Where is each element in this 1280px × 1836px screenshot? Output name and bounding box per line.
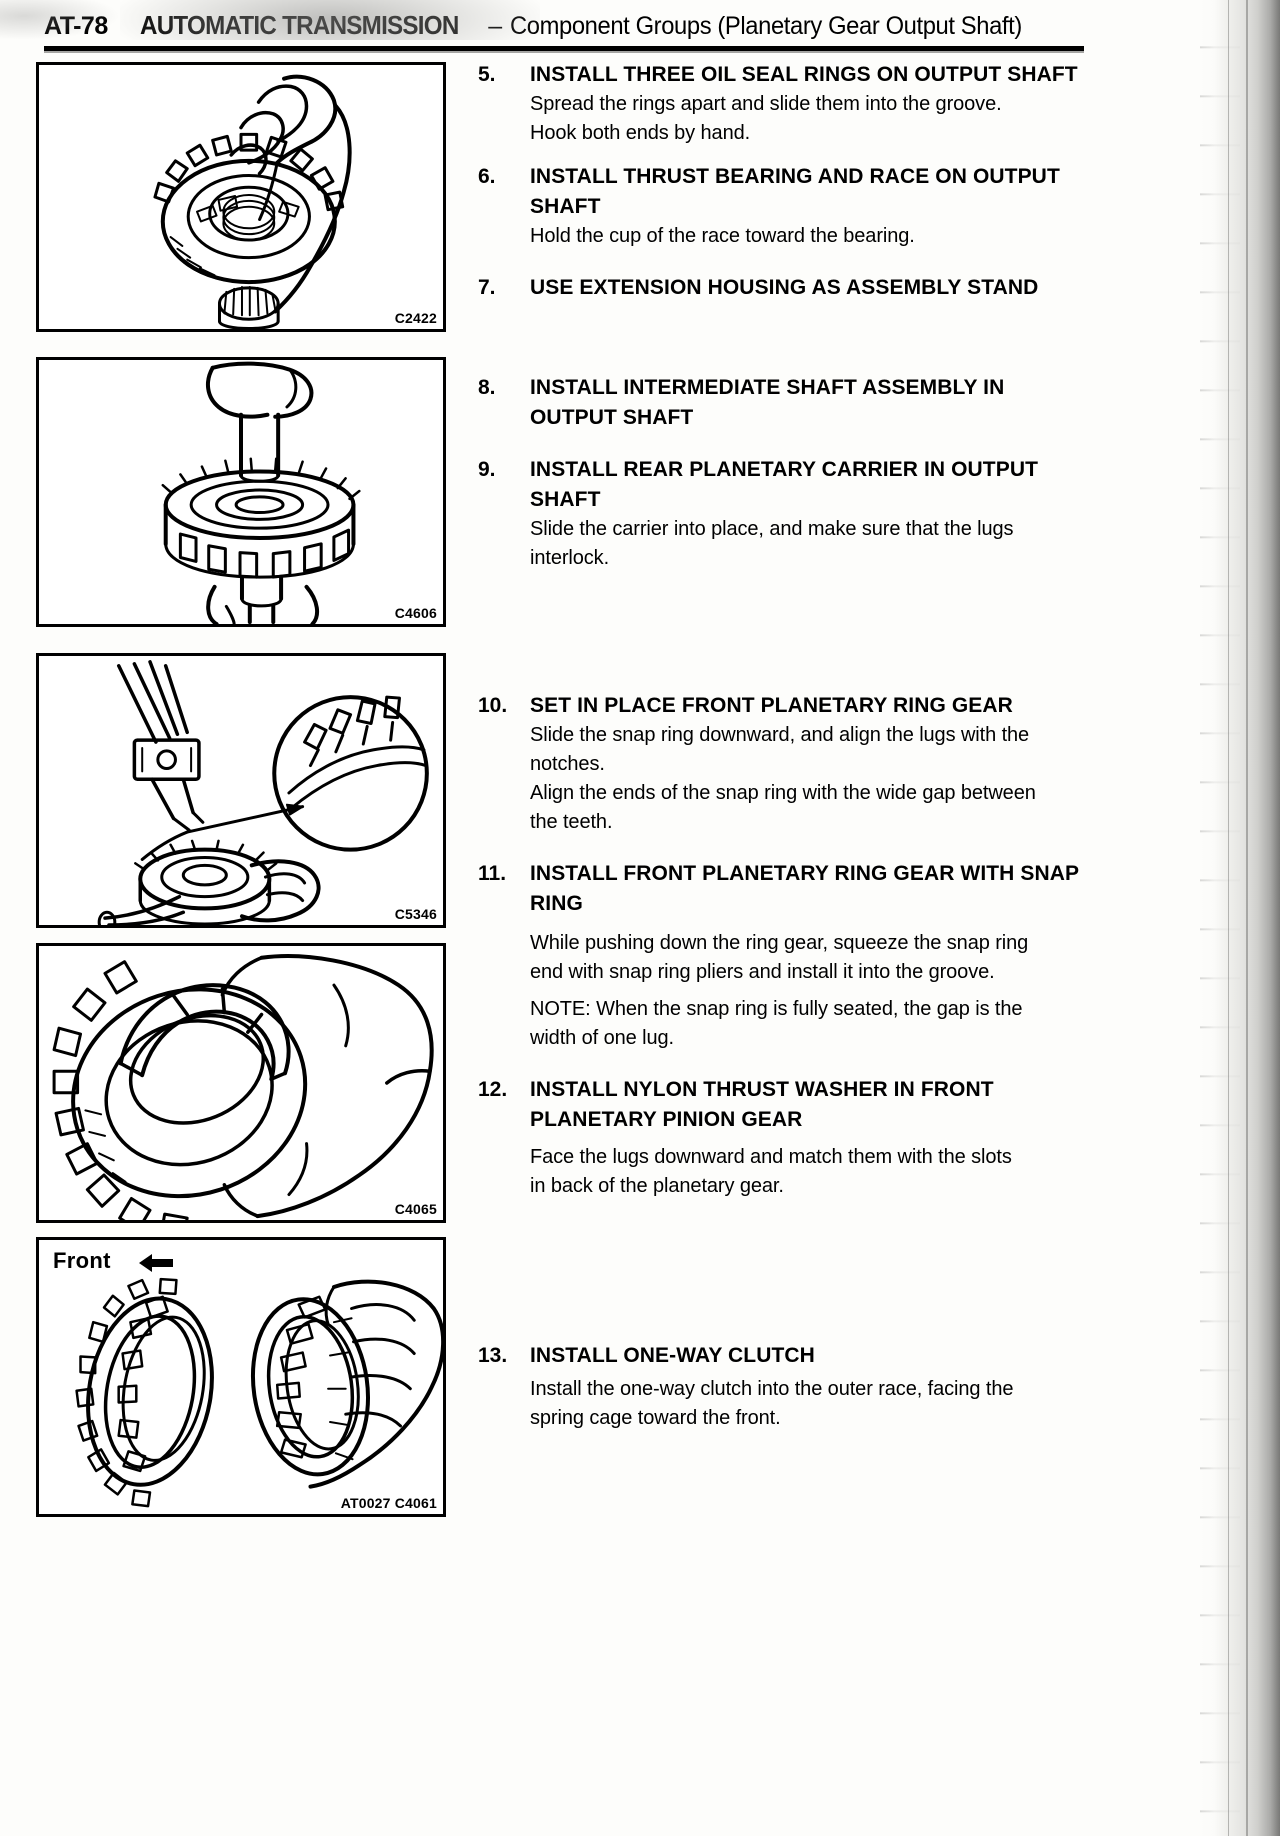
step-body: Install the one-way clutch into the oute… — [530, 1378, 1014, 1429]
figure-1-artwork — [39, 65, 443, 329]
step-number: 6. — [478, 165, 496, 188]
step-body: While pushing down the ring gear, squeez… — [530, 932, 1029, 983]
step-12: 12. INSTALL NYLON THRUST WASHER IN FRONT… — [478, 1075, 1098, 1201]
step-title: INSTALL THREE OIL SEAL RINGS ON OUTPUT S… — [530, 63, 1078, 86]
step-number: 11. — [478, 862, 507, 885]
scan-right-edge-shadow — [1200, 0, 1280, 1836]
figure-caption: C5346 — [394, 906, 437, 922]
step-title: INSTALL NYLON THRUST WASHER IN FRONT PLA… — [530, 1078, 994, 1131]
step-body: Slide the carrier into place, and make s… — [530, 518, 1014, 569]
step-number: 10. — [478, 694, 508, 717]
step-8: 8. INSTALL INTERMEDIATE SHAFT ASSEMBLY I… — [478, 373, 1098, 433]
front-arrow-icon — [139, 1254, 173, 1272]
step-10: 10. SET IN PLACE FRONT PLANETARY RING GE… — [478, 691, 1098, 837]
step-title: INSTALL INTERMEDIATE SHAFT ASSEMBLY IN O… — [530, 376, 1005, 429]
step-13: 13. INSTALL ONE-WAY CLUTCH Install the o… — [478, 1341, 1098, 1433]
figure-caption: AT0027 C4061 — [340, 1495, 437, 1511]
step-number: 8. — [478, 376, 496, 399]
header-dash: – — [488, 12, 503, 40]
step-title: USE EXTENSION HOUSING AS ASSEMBLY STAND — [530, 276, 1039, 299]
figure-caption: C4606 — [394, 605, 437, 621]
figure-4-artwork — [39, 946, 443, 1220]
figure-5-artwork — [39, 1240, 443, 1514]
figure-3-artwork — [39, 656, 443, 925]
figure-rear-planetary-carrier: C4606 — [36, 357, 446, 627]
page-header: AT-78 AUTOMATIC TRANSMISSION –Component Gr… — [44, 10, 1280, 50]
step-body: Face the lugs downward and match them wi… — [530, 1146, 1012, 1197]
step-body: Hold the cup of the race toward the bear… — [530, 225, 915, 247]
step-body: Spread the rings apart and slide them in… — [530, 93, 1002, 144]
page-subtitle: Component Groups (Planetary Gear Output … — [510, 12, 1023, 40]
step-6: 6. INSTALL THRUST BEARING AND RACE ON OU… — [478, 162, 1098, 251]
step-title: INSTALL THRUST BEARING AND RACE ON OUTPU… — [530, 165, 1060, 218]
step-number: 5. — [478, 63, 496, 86]
front-direction-label: Front — [53, 1248, 111, 1273]
step-number: 13. — [478, 1344, 508, 1367]
header-rule — [44, 46, 1084, 53]
step-number: 9. — [478, 458, 496, 481]
step-title: SET IN PLACE FRONT PLANETARY RING GEAR — [530, 694, 1013, 717]
step-9: 9. INSTALL REAR PLANETARY CARRIER IN OUT… — [478, 455, 1098, 573]
figure-caption: C4065 — [394, 1201, 437, 1217]
step-title: INSTALL ONE-WAY CLUTCH — [530, 1344, 815, 1367]
figure-oil-seal-rings: C2422 — [36, 62, 446, 332]
step-number: 12. — [478, 1078, 508, 1101]
figure-one-way-clutch: Front AT0027 C4061 — [36, 1237, 446, 1517]
step-title: INSTALL FRONT PLANETARY RING GEAR WITH S… — [530, 862, 1080, 915]
step-title: INSTALL REAR PLANETARY CARRIER IN OUTPUT… — [530, 458, 1039, 511]
step-7: 7. USE EXTENSION HOUSING AS ASSEMBLY STA… — [478, 273, 1098, 303]
step-number: 7. — [478, 276, 496, 299]
step-note: NOTE: When the snap ring is fully seated… — [530, 998, 1023, 1049]
step-5: 5. INSTALL THREE OIL SEAL RINGS ON OUTPU… — [478, 60, 1098, 148]
scan-speckle-artifact — [1200, 0, 1240, 1836]
step-body: Slide the snap ring downward, and align … — [530, 724, 1036, 833]
figure-nylon-thrust-washer: C4065 — [36, 943, 446, 1223]
step-11: 11. INSTALL FRONT PLANETARY RING GEAR WI… — [478, 859, 1098, 1053]
figure-2-artwork — [39, 360, 443, 624]
page-number: AT-78 — [44, 12, 108, 40]
figure-snap-ring-pliers: C5346 — [36, 653, 446, 928]
instruction-list: 5. INSTALL THREE OIL SEAL RINGS ON OUTPU… — [478, 60, 1098, 1433]
figure-caption: C2422 — [394, 310, 437, 326]
page-title: AUTOMATIC TRANSMISSION — [139, 10, 459, 40]
